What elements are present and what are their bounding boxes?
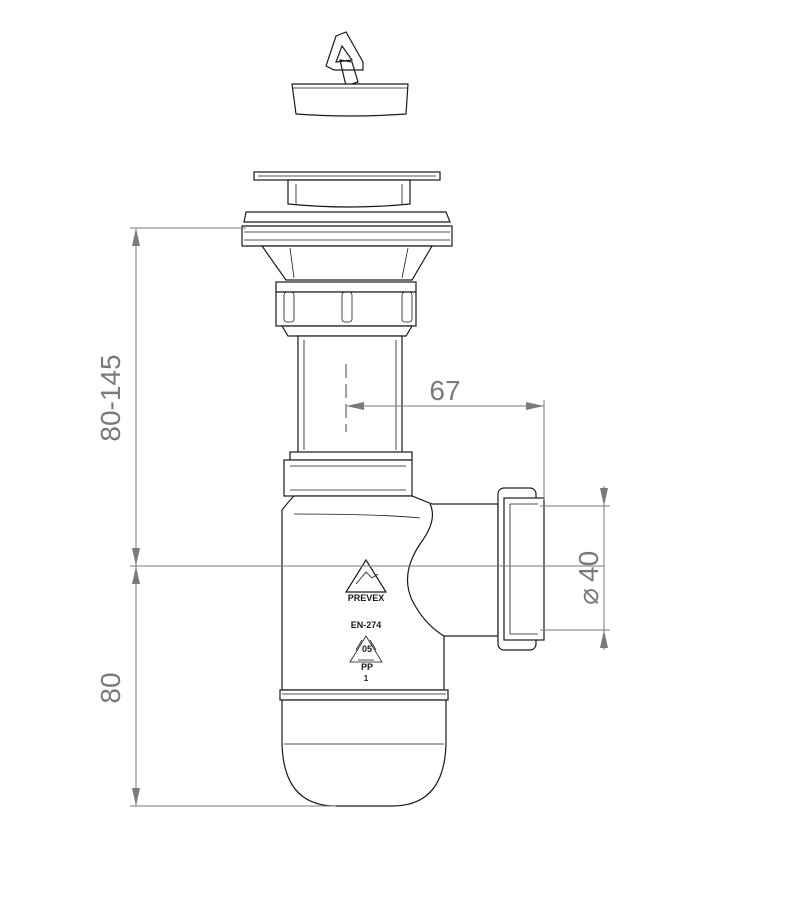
telescopic-tube bbox=[297, 335, 403, 455]
bottle-body bbox=[279, 495, 499, 807]
stopper-plug bbox=[291, 31, 409, 117]
standard-label: EN-274 bbox=[351, 620, 382, 630]
trap-upper-body bbox=[241, 211, 453, 281]
strainer-basket bbox=[287, 179, 411, 208]
variant-label: 1 bbox=[364, 674, 369, 683]
material-label: PP bbox=[361, 662, 373, 672]
outlet-diameter-symbol: ⌀ bbox=[573, 588, 604, 605]
brand-label: PREVEX bbox=[348, 593, 385, 603]
dim-total-height bbox=[130, 227, 246, 566]
prevex-logo bbox=[344, 558, 388, 593]
stopper-stem bbox=[339, 59, 359, 87]
stopper-pull-ring bbox=[325, 31, 364, 71]
outlet-offset-label: 67 bbox=[429, 375, 460, 406]
strainer bbox=[253, 171, 441, 208]
lower-height-label: 80 bbox=[95, 672, 126, 703]
total-height-label: 80-145 bbox=[95, 354, 126, 441]
dim-outlet-diameter bbox=[540, 486, 610, 650]
dim-lower-height bbox=[130, 566, 336, 807]
recycle-icon bbox=[349, 635, 383, 663]
stopper-body bbox=[291, 83, 409, 117]
union-nut bbox=[275, 281, 417, 337]
dim-outlet-offset bbox=[346, 400, 545, 500]
side-outlet bbox=[486, 487, 546, 651]
body-coupling bbox=[283, 451, 413, 497]
recycle-code: 05 bbox=[362, 644, 372, 654]
outlet-diameter-label: 40 bbox=[573, 551, 604, 582]
